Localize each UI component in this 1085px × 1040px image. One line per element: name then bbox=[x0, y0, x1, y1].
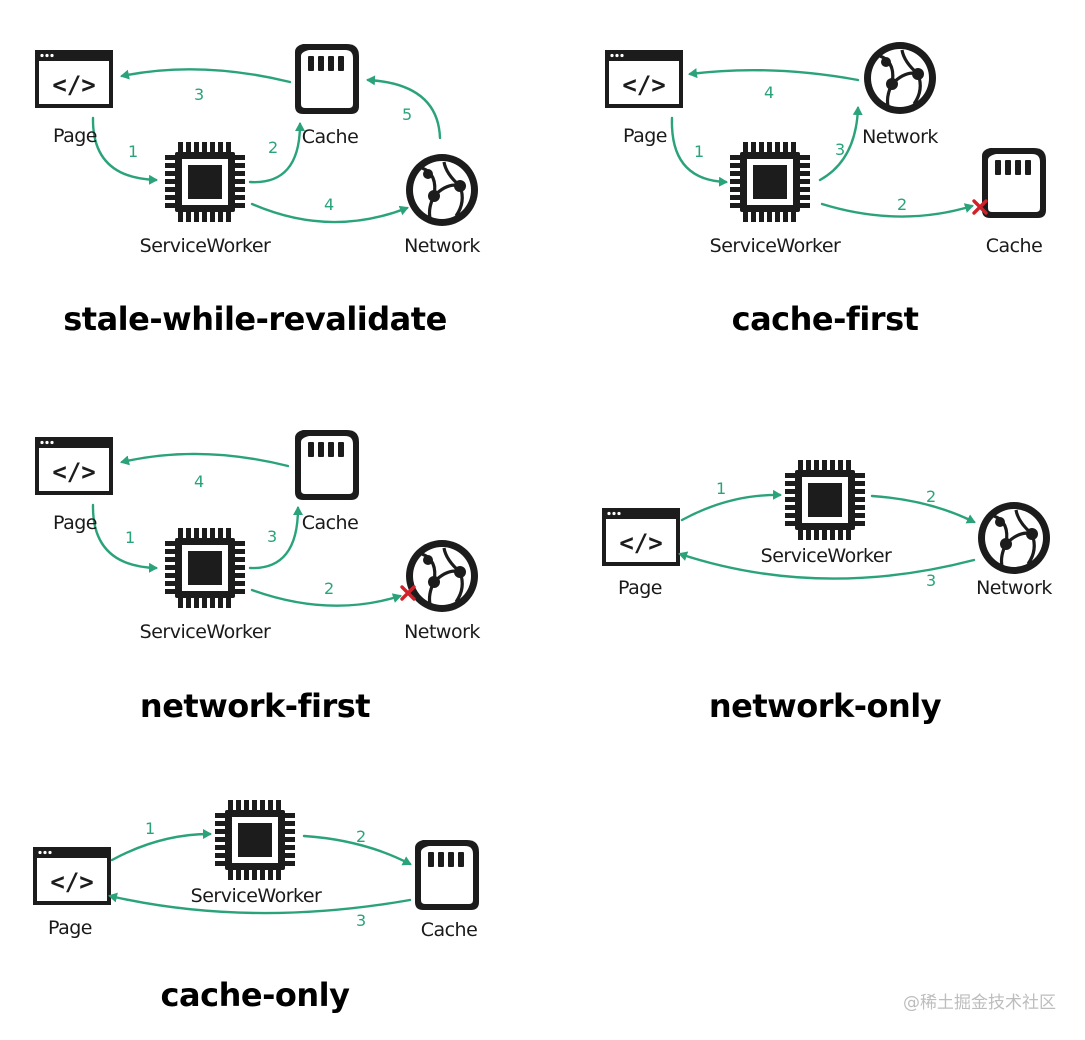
page-label: Page bbox=[53, 125, 97, 147]
step-number: 2 bbox=[268, 138, 278, 157]
arrow-page-to-sw bbox=[110, 829, 212, 862]
page-icon bbox=[35, 50, 113, 108]
step-number: 1 bbox=[125, 528, 135, 547]
diagram-network-only: Page ServiceWorker Network 1 2 3 network… bbox=[602, 460, 1053, 725]
step-number: 1 bbox=[128, 142, 138, 161]
step-number: 2 bbox=[897, 195, 907, 214]
step-number: 1 bbox=[145, 819, 155, 838]
service-worker-label: ServiceWorker bbox=[140, 621, 271, 643]
arrow-sw-to-network bbox=[870, 494, 976, 524]
network-globe-icon bbox=[404, 538, 480, 614]
page-icon bbox=[33, 847, 111, 905]
arrow-sw-to-cache-miss bbox=[820, 202, 974, 218]
step-number: 2 bbox=[356, 827, 366, 846]
service-worker-chip-icon bbox=[165, 142, 245, 222]
cache-icon bbox=[415, 840, 479, 910]
arrow-cache-to-page bbox=[120, 68, 292, 84]
arrow-cache-to-page bbox=[120, 452, 290, 468]
service-worker-label: ServiceWorker bbox=[191, 885, 322, 907]
service-worker-label: ServiceWorker bbox=[761, 545, 892, 567]
strategy-title: cache-only bbox=[161, 976, 351, 1014]
arrow-sw-to-network bbox=[818, 106, 863, 182]
cache-label: Cache bbox=[302, 126, 359, 148]
arrow-page-to-sw bbox=[670, 116, 728, 187]
service-worker-chip-icon bbox=[730, 142, 810, 222]
cache-label: Cache bbox=[986, 235, 1043, 257]
step-number: 4 bbox=[764, 83, 774, 102]
arrow-page-to-sw bbox=[91, 116, 158, 185]
watermark: @稀土掘金技术社区 bbox=[903, 993, 1056, 1013]
network-globe-icon bbox=[976, 500, 1052, 576]
service-worker-chip-icon bbox=[785, 460, 865, 540]
service-worker-label: ServiceWorker bbox=[710, 235, 841, 257]
diagram-network-first: Page Cache ServiceWorker Network 1 2 3 4… bbox=[35, 430, 481, 725]
page-label: Page bbox=[623, 125, 667, 147]
cache-icon bbox=[982, 148, 1046, 218]
step-number: 2 bbox=[926, 487, 936, 506]
arrow-sw-to-cache bbox=[248, 122, 305, 184]
arrow-network-to-page bbox=[688, 68, 860, 82]
arrow-cache-to-page bbox=[108, 892, 412, 915]
strategy-title: cache-first bbox=[732, 300, 919, 338]
page-label: Page bbox=[53, 512, 97, 534]
step-number: 1 bbox=[694, 142, 704, 161]
arrow-network-to-page bbox=[678, 551, 976, 580]
cache-icon bbox=[295, 430, 359, 500]
arrow-sw-to-cache bbox=[248, 506, 303, 570]
network-globe-icon bbox=[404, 152, 480, 228]
step-number: 3 bbox=[267, 527, 277, 546]
page-icon bbox=[602, 508, 680, 566]
step-number: 2 bbox=[324, 579, 334, 598]
cache-label: Cache bbox=[302, 512, 359, 534]
network-label: Network bbox=[976, 577, 1052, 599]
arrow-page-to-sw bbox=[680, 489, 782, 522]
diagram-cache-only: Page ServiceWorker Cache 1 2 3 cache-onl… bbox=[33, 800, 479, 1014]
network-globe-icon bbox=[862, 40, 938, 116]
step-number: 4 bbox=[324, 195, 334, 214]
network-label: Network bbox=[404, 621, 480, 643]
page-label: Page bbox=[48, 917, 92, 939]
step-number: 5 bbox=[402, 105, 412, 124]
arrow-page-to-sw bbox=[91, 503, 158, 573]
arrow-sw-to-network-fail bbox=[250, 588, 402, 607]
diagram-stale-while-revalidate: Page Cache ServiceWorker Network 1 2 3 4… bbox=[35, 44, 481, 338]
step-number: 3 bbox=[194, 85, 204, 104]
arrow-sw-to-cache bbox=[302, 834, 412, 866]
service-worker-label: ServiceWorker bbox=[140, 235, 271, 257]
page-icon bbox=[35, 437, 113, 495]
cache-label: Cache bbox=[421, 919, 478, 941]
service-worker-chip-icon bbox=[215, 800, 295, 880]
step-number: 3 bbox=[926, 571, 936, 590]
network-label: Network bbox=[862, 126, 938, 148]
step-number: 3 bbox=[356, 911, 366, 930]
arrow-network-to-cache bbox=[366, 75, 442, 140]
page-label: Page bbox=[618, 577, 662, 599]
diagram-cache-first: Page Network ServiceWorker Cache 1 2 3 4… bbox=[605, 40, 1046, 338]
step-number: 4 bbox=[194, 472, 204, 491]
step-number: 1 bbox=[716, 479, 726, 498]
strategy-title: network-only bbox=[709, 687, 942, 725]
service-worker-chip-icon bbox=[165, 528, 245, 608]
cache-icon bbox=[295, 44, 359, 114]
strategy-title: stale-while-revalidate bbox=[63, 300, 447, 338]
page-icon bbox=[605, 50, 683, 108]
network-label: Network bbox=[404, 235, 480, 257]
arrow-sw-to-network bbox=[250, 202, 409, 224]
strategy-title: network-first bbox=[140, 687, 370, 725]
step-number: 3 bbox=[835, 140, 845, 159]
